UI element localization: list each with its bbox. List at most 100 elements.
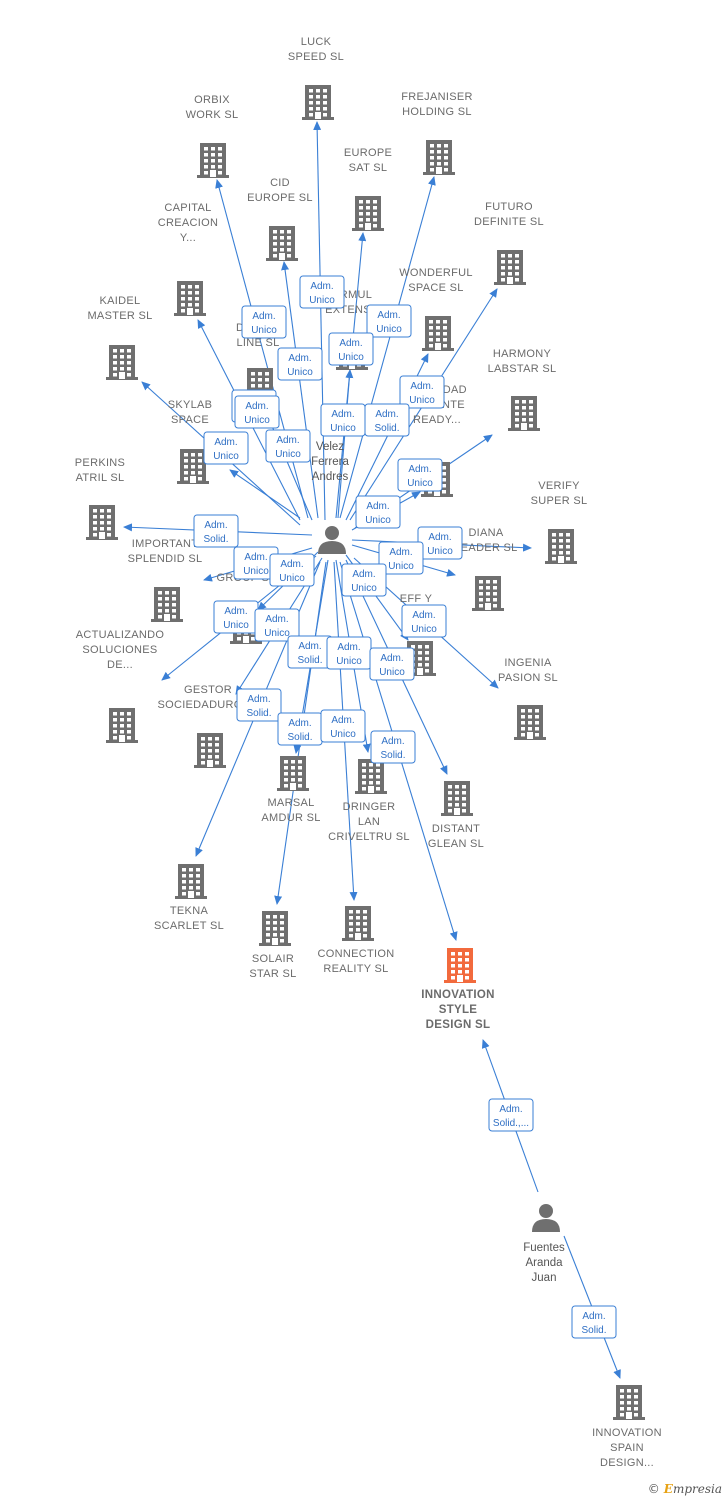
relation-badge[interactable]: Adm.Solid.,... — [488, 1098, 534, 1132]
company-node-capital[interactable]: CAPITALCREACIONY... — [158, 202, 218, 316]
node-label-line: PERKINS — [75, 457, 125, 469]
company-node-actualizando[interactable]: ACTUALIZANDOSOLUCIONESDE... — [76, 629, 165, 743]
relation-badge[interactable]: Adm.Unico — [320, 403, 366, 437]
relation-role-text: Adm. — [377, 310, 400, 321]
relation-role-text: Unico — [309, 295, 335, 306]
relation-badge[interactable]: Adm.Solid. — [193, 514, 239, 548]
node-label-line: CAPITAL — [164, 202, 211, 214]
relation-badge[interactable]: Adm.Solid. — [370, 730, 416, 764]
node-label-line: TEKNA — [170, 905, 209, 917]
relation-badge[interactable]: Adm.Solid. — [571, 1305, 617, 1339]
relation-role-text: Adm. — [408, 464, 431, 475]
relation-role-text: Unico — [279, 573, 305, 584]
relation-badge[interactable]: Adm.Unico — [366, 304, 412, 338]
relation-badge[interactable]: Adm.Unico — [234, 395, 280, 429]
relation-badge[interactable]: Adm.Unico — [369, 647, 415, 681]
relation-badge[interactable]: Adm. Solid. — [277, 712, 323, 746]
relation-badge[interactable]: Adm.Unico — [417, 526, 463, 560]
relation-role-text: Adm. — [224, 606, 247, 617]
relation-badge[interactable]: Adm.Unico — [399, 375, 445, 409]
relation-role-text: Solid.,... — [493, 1118, 529, 1129]
node-label-line: DESIGN SL — [426, 1019, 491, 1031]
relation-role-text: Unico — [251, 325, 277, 336]
relation-role-text: Unico — [411, 624, 437, 635]
building-icon — [514, 705, 546, 740]
relation-badge[interactable]: Adm.Unico — [299, 275, 345, 309]
company-node-innovation_spain[interactable]: INNOVATIONSPAINDESIGN... — [592, 1385, 662, 1469]
relation-badge[interactable]: Adm.Unico — [277, 347, 323, 381]
relation-role-text: Adm. — [288, 718, 311, 729]
building-icon — [472, 576, 504, 611]
relation-role-text: Unico — [330, 729, 356, 740]
node-label-line: DRINGER — [343, 801, 396, 813]
building-icon — [441, 781, 473, 816]
relation-badge[interactable]: Adm.Unico — [355, 495, 401, 529]
node-label-line: EFF Y — [400, 593, 433, 605]
relation-role-text: Unico — [409, 395, 435, 406]
relation-badge[interactable]: Adm.Unico — [328, 332, 374, 366]
node-label-line: CID — [270, 177, 290, 189]
relation-edge — [281, 261, 319, 519]
relation-badge[interactable]: Adm.Unico — [326, 636, 372, 670]
building-icon — [613, 1385, 645, 1420]
relation-role-text: Unico — [330, 423, 356, 434]
node-label-line: EUROPE — [344, 147, 392, 159]
relation-badge[interactable]: Adm.Unico — [320, 709, 366, 743]
relation-role-text: Adm. — [412, 610, 435, 621]
relation-badge[interactable]: Adm.Solid. — [364, 403, 410, 437]
node-label-line: SUPER SL — [531, 495, 588, 507]
node-label-line: Y... — [180, 232, 196, 244]
relation-badge[interactable]: Adm.Unico — [254, 608, 300, 642]
relation-role-text: Adm. — [389, 547, 412, 558]
relation-badge[interactable]: Adm.Unico — [241, 305, 287, 339]
relation-badge[interactable]: Adm.Solid. — [287, 635, 333, 669]
relation-badge[interactable]: Adm. Unico — [401, 604, 447, 638]
relation-role-text: Adm. — [244, 552, 267, 563]
relation-badge[interactable]: Adm.Unico — [265, 429, 311, 463]
relation-role-text: Unico — [244, 415, 270, 426]
relation-badge[interactable]: Adm.Unico — [269, 553, 315, 587]
node-label-line: MARSAL — [267, 797, 314, 809]
relation-badge[interactable]: Adm.Solid. — [236, 688, 282, 722]
building-icon — [444, 948, 476, 983]
relation-badge[interactable]: Adm.Unico — [213, 600, 259, 634]
relation-badge[interactable]: Adm.Unico — [378, 541, 424, 575]
building-icon — [177, 449, 209, 484]
relation-role-text: Solid. — [287, 732, 312, 743]
building-icon — [259, 911, 291, 946]
relation-badge[interactable]: Adm.Unico — [203, 431, 249, 465]
relation-edge — [313, 121, 326, 521]
relation-badge[interactable]: Adm.Unico — [233, 546, 279, 580]
node-label-line: DESIGN... — [600, 1457, 654, 1469]
building-icon — [352, 196, 384, 231]
relation-badge[interactable]: Adm.Unico — [341, 563, 387, 597]
node-label-line: STYLE — [439, 1004, 478, 1016]
relation-badge[interactable]: Adm.Unico — [397, 458, 443, 492]
